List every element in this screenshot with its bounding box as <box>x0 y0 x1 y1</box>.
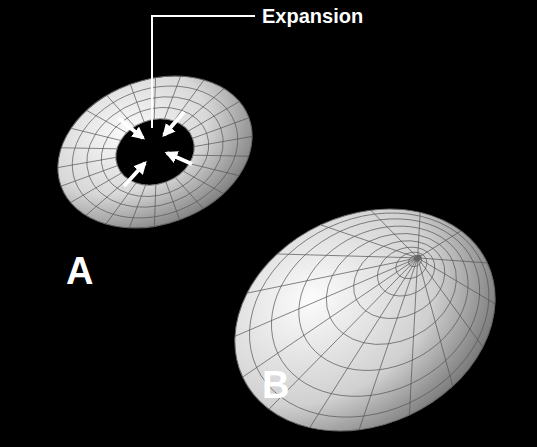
part-letter: B <box>262 366 289 404</box>
torus-a <box>36 50 273 254</box>
torus-b <box>198 168 531 447</box>
expansion-arrows <box>118 112 192 186</box>
leader-line <box>152 16 255 128</box>
part-letter: A <box>66 252 93 290</box>
callout-label: Expansion <box>262 6 363 26</box>
